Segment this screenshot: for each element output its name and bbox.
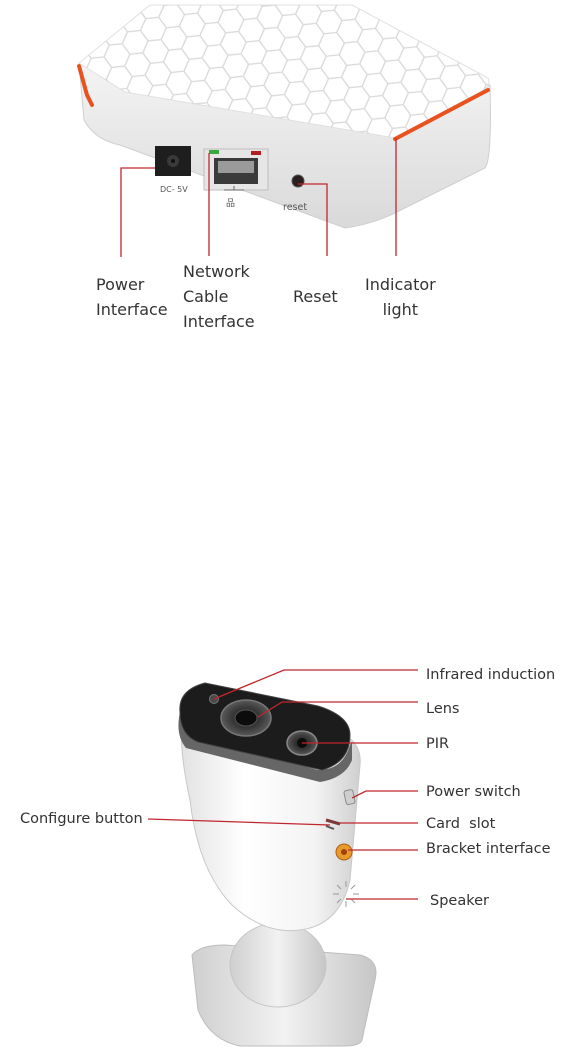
callout-configure-button: Configure button bbox=[20, 810, 143, 828]
leader-power-switch bbox=[352, 791, 418, 798]
callout-speaker: Speaker bbox=[430, 892, 489, 910]
dc-port-label: DC- 5V bbox=[160, 185, 188, 194]
callout-network-cable-interface: Network Cable Interface bbox=[183, 259, 255, 334]
reset-port-label: reset bbox=[283, 202, 307, 213]
network-icon: 品 bbox=[226, 198, 235, 209]
hub-device: DC- 5V 品 reset bbox=[79, 5, 490, 228]
leader-power bbox=[121, 168, 155, 257]
callout-indicator-light: Indicator light bbox=[365, 272, 436, 322]
callout-bracket-interface: Bracket interface bbox=[426, 840, 551, 858]
callout-lens: Lens bbox=[426, 700, 460, 718]
callout-power-switch: Power switch bbox=[426, 783, 521, 801]
camera-stand-ball bbox=[230, 923, 326, 1007]
callout-reset: Reset bbox=[293, 284, 338, 309]
reset-button bbox=[292, 175, 304, 187]
camera-device bbox=[178, 683, 376, 1046]
callout-pir: PIR bbox=[426, 735, 449, 753]
callout-card-slot: Card slot bbox=[426, 815, 495, 833]
callout-infrared-induction: Infrared induction bbox=[426, 666, 555, 684]
callout-power-interface: Power Interface bbox=[96, 272, 168, 322]
